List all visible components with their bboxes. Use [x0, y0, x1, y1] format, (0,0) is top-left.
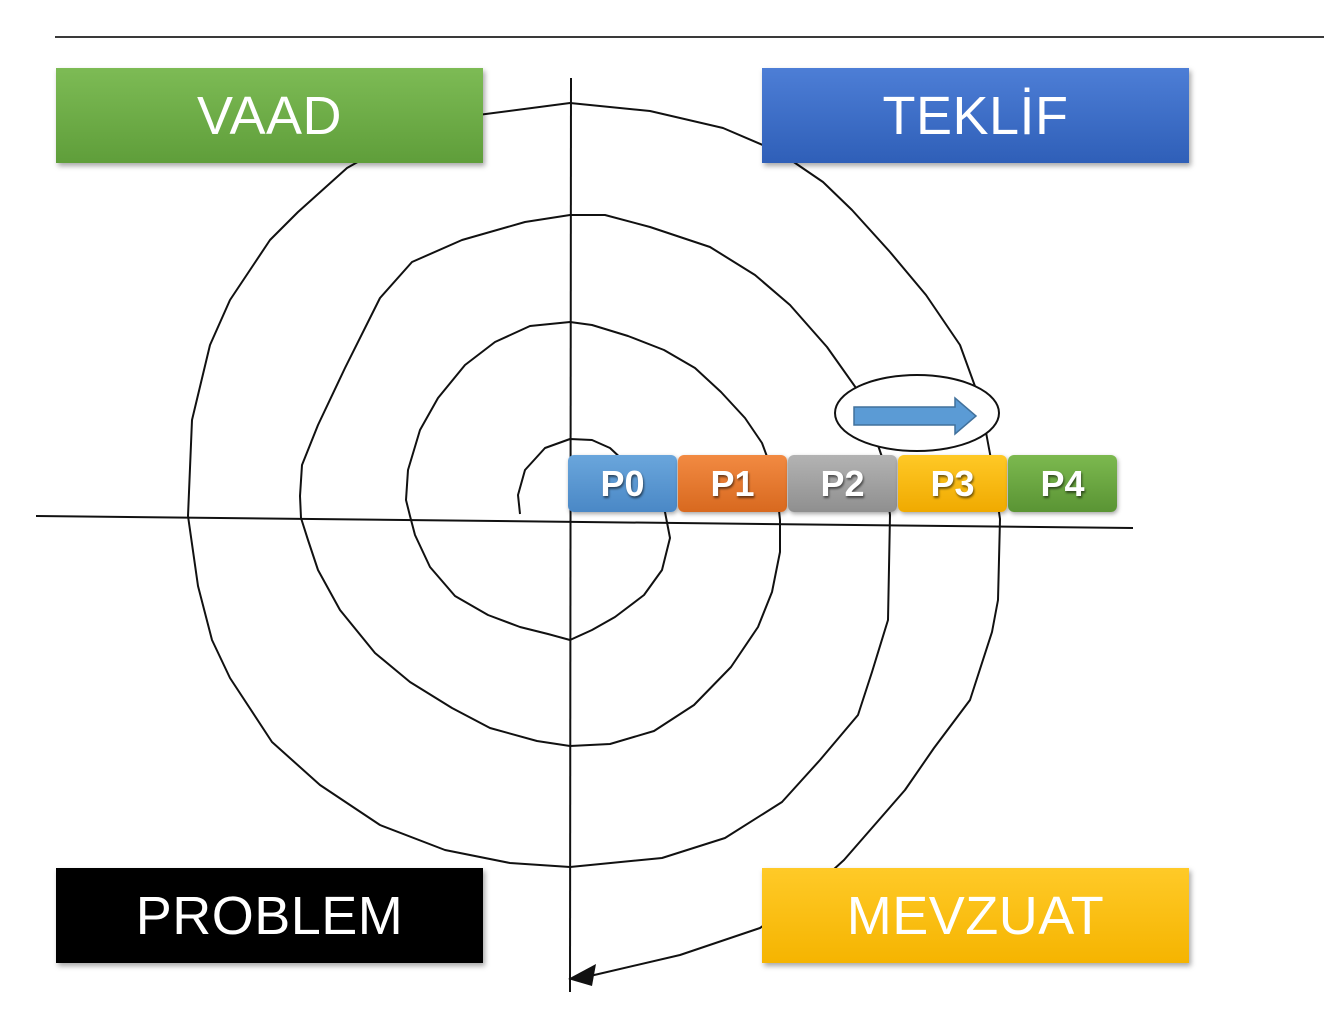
- phase-p1-label: P1: [710, 462, 755, 504]
- label-mevzuat-text: MEVZUAT: [846, 885, 1105, 946]
- phase-p4: P4: [1008, 455, 1117, 512]
- label-vaad: VAAD: [56, 68, 483, 163]
- label-vaad-text: VAAD: [196, 85, 343, 146]
- phase-p3-label: P3: [930, 462, 975, 504]
- phase-p1: P1: [678, 455, 787, 512]
- phase-p2: P2: [788, 455, 897, 512]
- label-problem: PROBLEM: [56, 868, 483, 963]
- phase-p4-label: P4: [1040, 462, 1085, 504]
- label-mevzuat: MEVZUAT: [762, 868, 1189, 963]
- spiral-arrowhead: [568, 964, 596, 986]
- right-arrow-icon: [853, 396, 978, 436]
- spiral-line: [187, 102, 1001, 977]
- phase-p2-label: P2: [820, 462, 865, 504]
- label-problem-text: PROBLEM: [135, 885, 404, 946]
- phase-p0: P0: [568, 455, 677, 512]
- label-teklif-text: TEKLİF: [882, 85, 1069, 146]
- phase-row: P0 P1 P2 P3 P4: [568, 455, 1118, 512]
- phase-p3: P3: [898, 455, 1007, 512]
- horizontal-axis: [35, 515, 1134, 529]
- label-teklif: TEKLİF: [762, 68, 1189, 163]
- vertical-axis: [569, 77, 572, 993]
- phase-p0-label: P0: [600, 462, 645, 504]
